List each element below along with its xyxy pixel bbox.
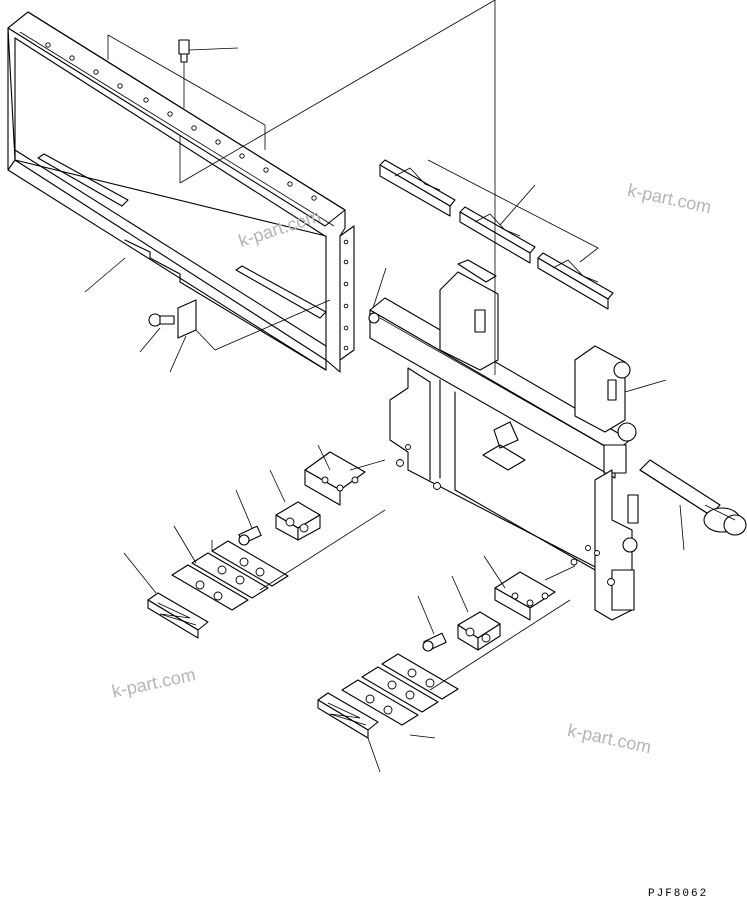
grease-nipple	[178, 39, 239, 108]
lower-shim-stack	[483, 555, 576, 621]
lower-wear-pad	[317, 692, 381, 773]
upper-shims	[171, 509, 386, 611]
upper-shim-stack	[304, 444, 386, 506]
bolt-and-plate	[139, 299, 331, 373]
lower-block	[451, 575, 501, 651]
drawing-code: PJF8062	[648, 888, 709, 900]
load-backrest-frame	[7, 0, 496, 373]
lower-bolt	[417, 595, 447, 652]
slide-pads	[379, 159, 614, 310]
upper-wear-pad	[123, 552, 209, 639]
upper-bolt	[235, 489, 262, 546]
hydraulic-cylinder	[639, 459, 747, 551]
carriage-bracket	[368, 0, 667, 621]
lower-shims	[341, 599, 571, 739]
upper-block	[269, 469, 321, 541]
